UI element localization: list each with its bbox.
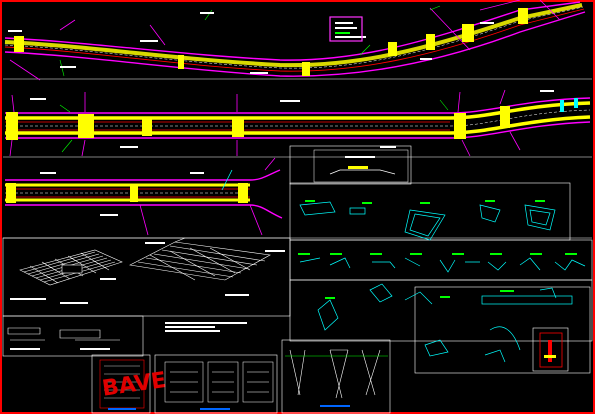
typical-section[interactable] <box>313 149 409 183</box>
grating-panel-right <box>129 237 271 281</box>
secondary-road-right <box>429 0 561 51</box>
road-edge-top <box>5 169 281 181</box>
road-fill <box>5 183 250 202</box>
section-details[interactable] <box>317 283 573 363</box>
curb-details[interactable] <box>299 200 556 241</box>
plan-sheet-2[interactable] <box>5 89 591 157</box>
flow-table-sheet[interactable] <box>164 361 274 410</box>
road-centerline <box>4 6 584 69</box>
intersection-markers <box>6 106 510 140</box>
section-profile <box>329 169 396 175</box>
plan-sheet-3[interactable] <box>5 157 283 236</box>
grating-details[interactable] <box>10 237 285 332</box>
section-title <box>345 156 375 158</box>
secondary-road-left <box>9 19 166 81</box>
road-edge-top <box>4 1 581 61</box>
grating-panel-left <box>19 249 123 286</box>
road-centerline <box>5 109 591 127</box>
text-labels <box>30 90 554 148</box>
text-labels <box>40 172 204 216</box>
column-details[interactable] <box>539 332 563 368</box>
road-fill <box>4 3 583 68</box>
grating-annotations <box>10 242 285 332</box>
annotation-leaders <box>59 99 449 153</box>
road-curb <box>4 8 585 72</box>
legend-box[interactable] <box>329 16 363 42</box>
joint-details[interactable] <box>298 253 586 273</box>
elevation-sheet[interactable] <box>285 349 388 407</box>
annotation-leaders <box>59 5 441 77</box>
reinforcement-details[interactable] <box>7 327 120 350</box>
cross-streets <box>9 89 521 157</box>
plan-sheet-1[interactable] <box>4 0 586 81</box>
section-fill <box>348 166 368 169</box>
detail-markers <box>560 98 578 112</box>
intersection-markers <box>14 8 528 76</box>
road-edge-bottom <box>4 11 586 77</box>
intersection-markers <box>6 183 248 203</box>
sheet-frames <box>2 78 593 414</box>
cross-streets <box>139 157 276 236</box>
text-labels <box>8 12 494 74</box>
annotation-leader <box>221 169 233 191</box>
road-curb <box>5 188 250 198</box>
